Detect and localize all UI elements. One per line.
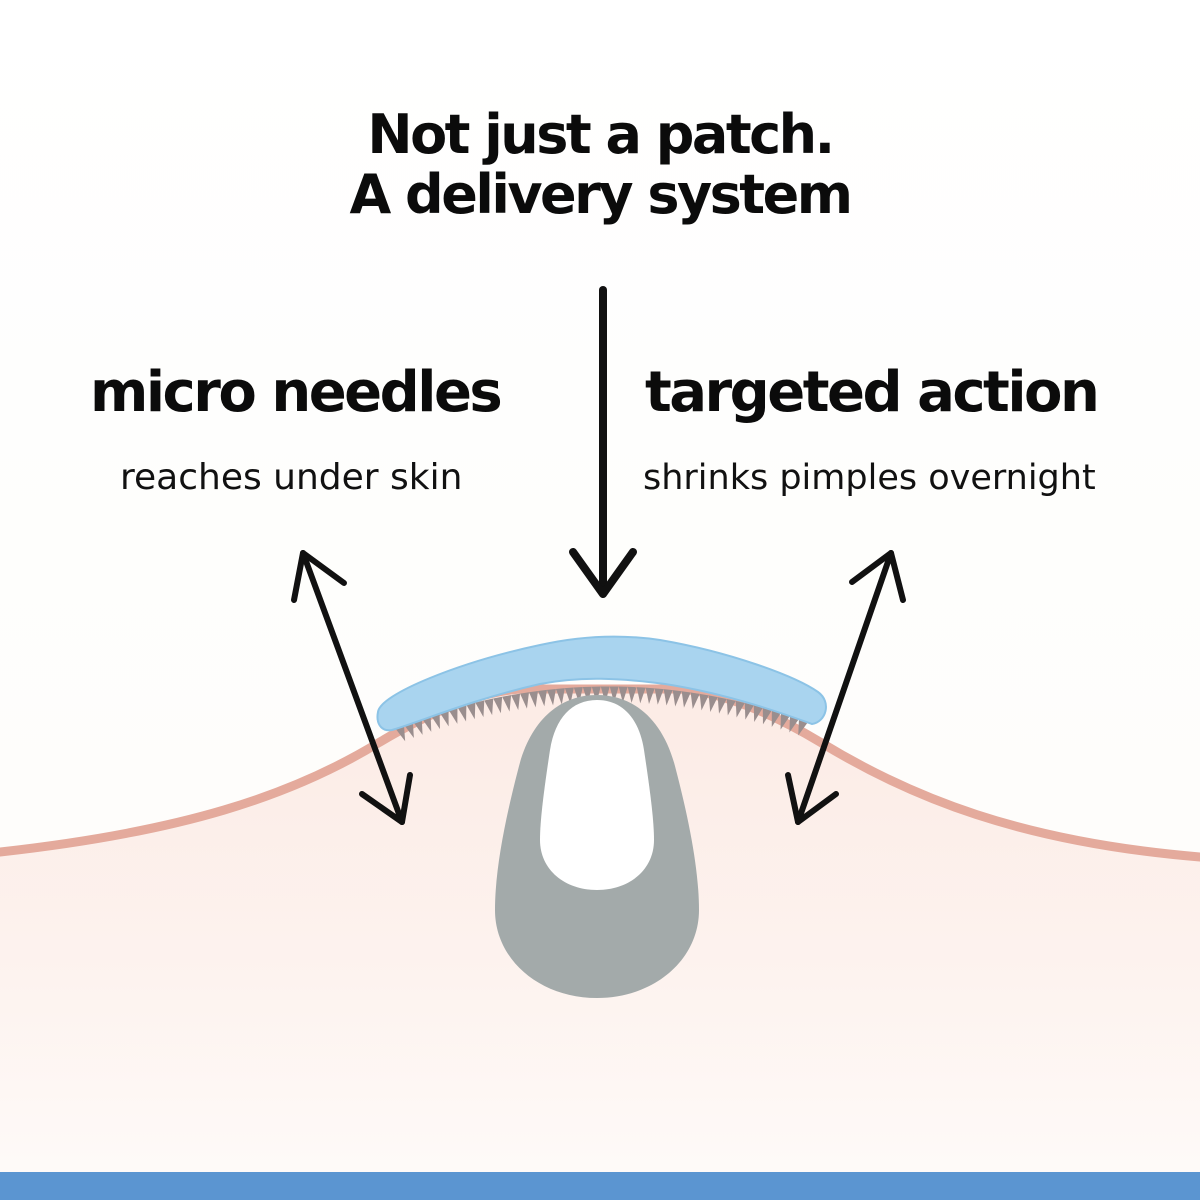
left-double-arrow-icon [291,550,413,825]
targeted-action-description: shrinks pimples overnight [643,458,1096,498]
needle [672,690,682,707]
needle [591,686,601,703]
needle [475,700,485,718]
needle [645,687,655,704]
needle [582,686,592,703]
right-double-arrow-icon [785,550,906,825]
needle [493,696,503,714]
micro-needles-description: reaches under skin [120,457,463,498]
needle [726,698,736,716]
needle [663,689,673,706]
needle [744,703,754,720]
needle [466,702,476,720]
needle [520,692,530,709]
headline-line-2: A delivery system [349,163,853,226]
micro-needles [395,686,808,742]
needle [502,695,512,712]
needle [780,713,790,730]
needle [681,691,691,708]
needle [753,705,763,722]
needle [762,707,772,725]
needle [448,707,458,724]
needle [699,693,709,711]
bottom-band [0,1172,1200,1200]
headline-line-1: Not just a patch. [367,103,835,166]
needle [511,693,521,711]
down-arrow-icon [569,286,637,598]
needle [771,710,781,727]
targeted-action-title: targeted action [645,360,1100,425]
headline: Not just a patch. A delivery system [0,105,1200,225]
needle [537,689,547,707]
needle [609,686,619,703]
needle [735,700,745,718]
needle [708,695,718,712]
needle [717,697,727,714]
needle [564,687,574,704]
needle [529,690,538,708]
needle [573,687,583,704]
pimple-core [540,700,654,890]
micro-needles-title: micro needles [90,360,503,425]
needle [457,704,467,722]
needle [618,686,628,703]
needle [484,698,494,716]
needle [654,688,664,705]
needle [627,686,637,703]
needle [789,715,799,733]
needle [690,692,700,709]
needle [555,688,565,705]
needle [600,686,610,703]
needle [798,718,808,736]
needle [546,688,556,706]
needle [636,687,646,704]
patch-icon [376,635,827,732]
